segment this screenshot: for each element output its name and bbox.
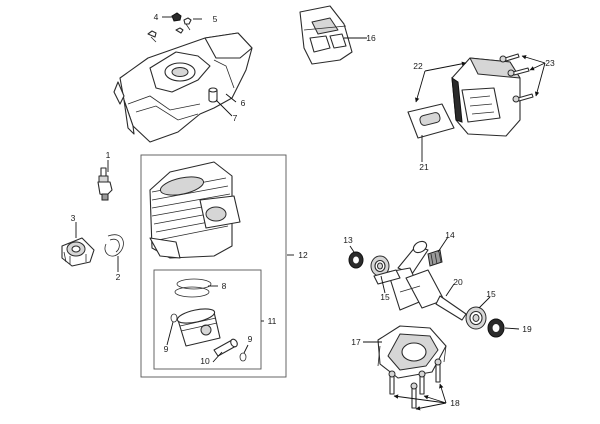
crankshaft-part-20 xyxy=(373,240,467,321)
crankcase-bolts-part-18 xyxy=(388,358,442,409)
callout-labels: 1 2 3 4 5 6 7 8 9 9 10 11 12 13 14 15 15… xyxy=(71,12,555,408)
callout-3: 3 xyxy=(71,213,76,223)
callout-1: 1 xyxy=(106,150,111,160)
muffler-part-22 xyxy=(451,57,521,137)
pulley-part-3 xyxy=(61,237,95,267)
callout-4: 4 xyxy=(154,12,159,22)
callout-16: 16 xyxy=(366,33,376,43)
callout-13: 13 xyxy=(343,235,353,245)
callout-19: 19 xyxy=(522,324,532,334)
callout-21: 21 xyxy=(419,162,429,172)
cylinder-kit-frame xyxy=(140,154,287,378)
piston-part xyxy=(176,308,221,347)
callout-17: 17 xyxy=(351,337,361,347)
spacer-sleeve-part-7 xyxy=(208,87,218,103)
spark-plug-part-1 xyxy=(97,167,113,201)
top-cover-part xyxy=(113,32,253,143)
circlip-part-9 xyxy=(170,313,247,362)
callout-14: 14 xyxy=(445,230,455,240)
piston-kit-frame xyxy=(153,269,262,370)
piston-rings-part-8 xyxy=(174,278,212,298)
callout-8: 8 xyxy=(222,281,227,291)
needle-bearing-part-14 xyxy=(427,249,443,267)
callout-5: 5 xyxy=(213,14,218,24)
callout-20: 20 xyxy=(453,277,463,287)
bearing-right-part-15 xyxy=(465,306,487,330)
callout-9-right: 9 xyxy=(248,334,253,344)
callout-11: 11 xyxy=(268,316,277,326)
callout-15-right: 15 xyxy=(486,289,496,299)
cylinder-part xyxy=(149,161,241,259)
callout-15-left: 15 xyxy=(380,292,390,302)
callout-7: 7 xyxy=(233,113,238,123)
callout-12: 12 xyxy=(298,250,308,260)
callout-23: 23 xyxy=(545,58,555,68)
seal-right-part-19 xyxy=(487,318,505,338)
gasket-sheet-part-16 xyxy=(299,5,353,65)
callout-6: 6 xyxy=(241,98,246,108)
leader-lines xyxy=(75,16,546,411)
callout-18: 18 xyxy=(450,398,460,408)
crankcase-part-17 xyxy=(377,325,447,379)
callout-9-left: 9 xyxy=(164,344,169,354)
retaining-clip-part-2 xyxy=(104,234,124,257)
muffler-gasket-part-21 xyxy=(407,103,455,139)
callout-22: 22 xyxy=(413,61,423,71)
piston-pin-part-10 xyxy=(213,338,238,357)
callout-2: 2 xyxy=(116,272,121,282)
muffler-bolts-part-23 xyxy=(499,53,534,103)
callout-10: 10 xyxy=(200,356,210,366)
seal-left-part-13 xyxy=(348,251,364,269)
screw-small-part-5 xyxy=(147,12,192,43)
